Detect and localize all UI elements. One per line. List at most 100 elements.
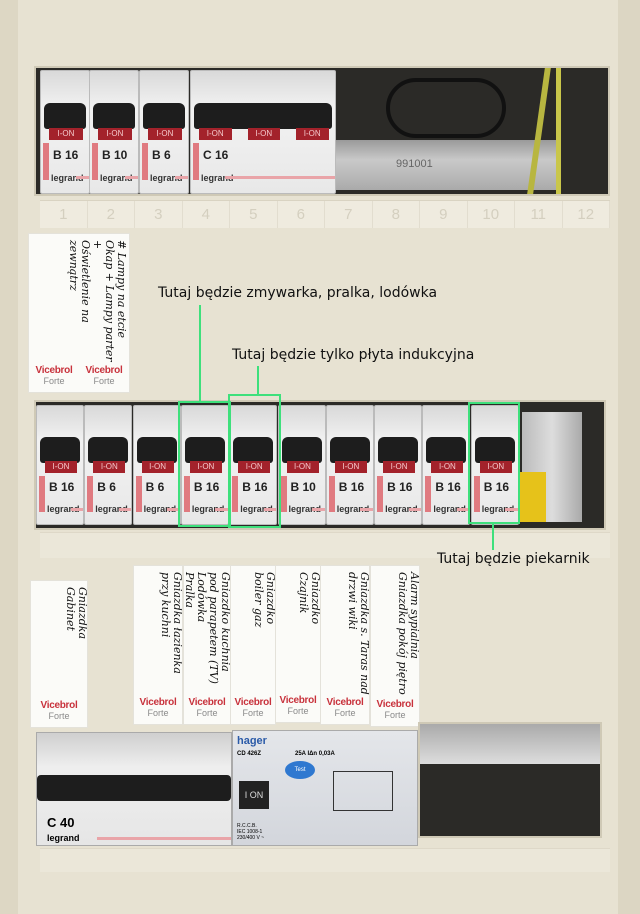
rating-label: B 16	[435, 480, 461, 495]
red-strip	[232, 475, 239, 512]
main-breaker-c40[interactable]: C 40 legrand	[36, 732, 232, 846]
rcd-voltage: 230/400 V ~	[237, 835, 265, 841]
vicebrol-logo: Vicebrol	[139, 697, 177, 708]
on-label: I-ON	[247, 128, 280, 141]
handwritten-label: Pralka	[183, 572, 196, 608]
breaker-lever[interactable]	[194, 103, 332, 130]
on-label: I-ON	[148, 128, 182, 141]
handwritten-label: drzwi wiki	[346, 572, 359, 630]
panel-frame-left	[0, 0, 18, 914]
brand-label: legrand	[47, 504, 80, 515]
rcd-hager: hager CD 426Z 25A IΔn 0,03A Test I ON R.…	[232, 730, 418, 846]
rating-label: B 16	[483, 480, 510, 495]
brand-label: legrand	[51, 172, 84, 183]
leader-line	[492, 524, 494, 550]
stripe	[215, 508, 228, 511]
rating-label: B 16	[49, 480, 75, 495]
highlight-induction	[228, 394, 281, 528]
red-strip	[473, 475, 480, 512]
vicebrol-logo: Vicebrol	[40, 700, 78, 711]
on-label: I-ON	[334, 461, 367, 474]
handwritten-label: Gabinet	[64, 587, 77, 631]
brand-label: legrand	[433, 504, 466, 515]
breaker-lever[interactable]	[474, 437, 515, 464]
handwritten-label: # Lampy na etcie	[115, 240, 128, 339]
lever[interactable]	[37, 775, 231, 801]
handwritten-label: Lodówka	[195, 572, 208, 623]
number-strip-2	[40, 532, 610, 558]
on-label: I-ON	[98, 128, 132, 141]
rcd-switch[interactable]: I ON	[239, 781, 269, 809]
breaker-lever[interactable]	[136, 437, 177, 464]
breaker-lever[interactable]	[233, 437, 274, 464]
rating-label: B 16	[193, 480, 220, 495]
rcd-standard: IEC 1008-1	[237, 829, 263, 835]
stripe	[505, 508, 518, 511]
rating-label: B 16	[387, 480, 413, 495]
breaker-lever[interactable]	[426, 437, 467, 464]
breaker-lever[interactable]	[281, 437, 322, 464]
red-strip	[193, 142, 199, 181]
breaker-lever[interactable]	[378, 437, 419, 464]
breaker-lever[interactable]	[143, 103, 185, 130]
stripe	[360, 508, 373, 511]
vicebrol-logo: Vicebrol	[188, 697, 226, 708]
stripe	[408, 508, 422, 511]
forte-text: Forte	[93, 376, 115, 386]
red-strip	[183, 475, 190, 512]
rating-label: B 6	[145, 480, 165, 495]
breaker-lever[interactable]	[329, 437, 370, 464]
number-strip-3	[40, 848, 610, 872]
panel-frame-right	[618, 0, 640, 914]
forte-text: Forte	[147, 708, 169, 718]
breaker-lever[interactable]	[40, 437, 80, 464]
brand-label: legrand	[191, 504, 225, 515]
handwritten-label: Czajnik	[297, 572, 310, 614]
red-strip	[87, 475, 94, 512]
slot-number: 2	[88, 201, 135, 228]
breaker-lever[interactable]	[88, 437, 129, 464]
vicebrol-logo: Vicebrol	[234, 697, 272, 708]
rating-label: B 16	[338, 480, 365, 495]
highlight-oven	[468, 402, 520, 524]
annotation-induction: Tutaj będzie tylko płyta indukcyjna	[232, 347, 475, 363]
breaker-lever[interactable]	[93, 103, 135, 130]
on-label: I-ON	[49, 128, 83, 141]
test-button[interactable]: Test	[285, 761, 315, 779]
stripe	[70, 508, 83, 511]
breaker-lever[interactable]	[184, 437, 225, 464]
wiring-diagram	[333, 771, 393, 811]
stripe	[312, 508, 325, 511]
yellow-part	[520, 472, 546, 522]
vicebrol-logo: Vicebrol	[376, 699, 414, 710]
busbar-code: 991001	[396, 158, 433, 170]
forte-text: Forte	[287, 706, 309, 716]
stripe	[263, 508, 277, 511]
brand-label: legrand	[385, 504, 418, 515]
breaker-lever[interactable]	[44, 103, 86, 130]
row3-opening	[418, 722, 602, 838]
